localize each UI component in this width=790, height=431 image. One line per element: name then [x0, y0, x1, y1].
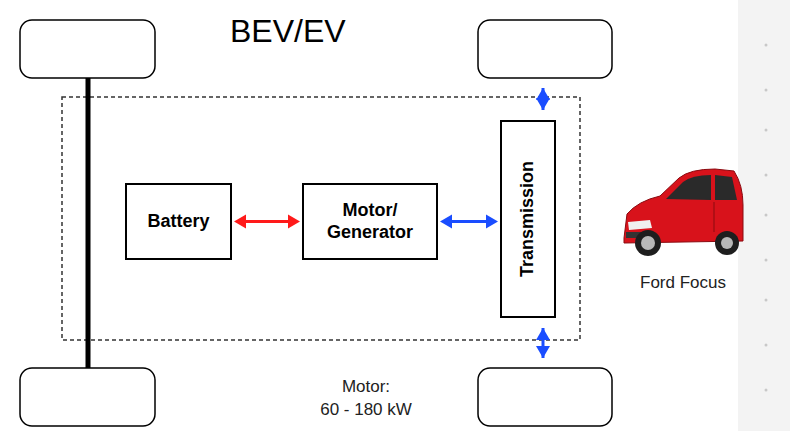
connector-arrow: [440, 215, 498, 229]
drive-arrow: [542, 88, 545, 110]
annotation-label: Ford Focus: [640, 273, 726, 293]
side-panel: [738, 0, 790, 431]
connector-arrow: [234, 215, 300, 229]
annotation-label: Motor:: [342, 377, 390, 397]
arrow-head: [234, 215, 246, 229]
arrow-head: [440, 215, 452, 229]
drive-arrow: [542, 328, 545, 358]
battery-box: Battery: [125, 183, 232, 260]
transmission-box: Transmission: [500, 120, 556, 318]
rear-axle: [86, 76, 91, 370]
wheel: [478, 20, 612, 78]
powertrain-boundary: [62, 97, 580, 340]
node-label: Battery: [147, 211, 209, 233]
arrow-head: [288, 215, 300, 229]
motor-generator-box: Motor/ Generator: [302, 183, 438, 260]
annotation-label: 60 - 180 kW: [320, 400, 412, 420]
arrow-head: [486, 215, 498, 229]
wheel: [478, 368, 612, 426]
node-label: Transmission: [517, 161, 539, 277]
connector-line: [242, 220, 292, 223]
diagram-title: BEV/EV: [230, 13, 346, 50]
connector-line: [448, 220, 490, 223]
wheel: [20, 20, 155, 78]
panel-dots: [765, 44, 768, 392]
wheel: [20, 368, 155, 426]
car-illustration: [624, 169, 743, 256]
node-label: Motor/ Generator: [327, 200, 413, 243]
